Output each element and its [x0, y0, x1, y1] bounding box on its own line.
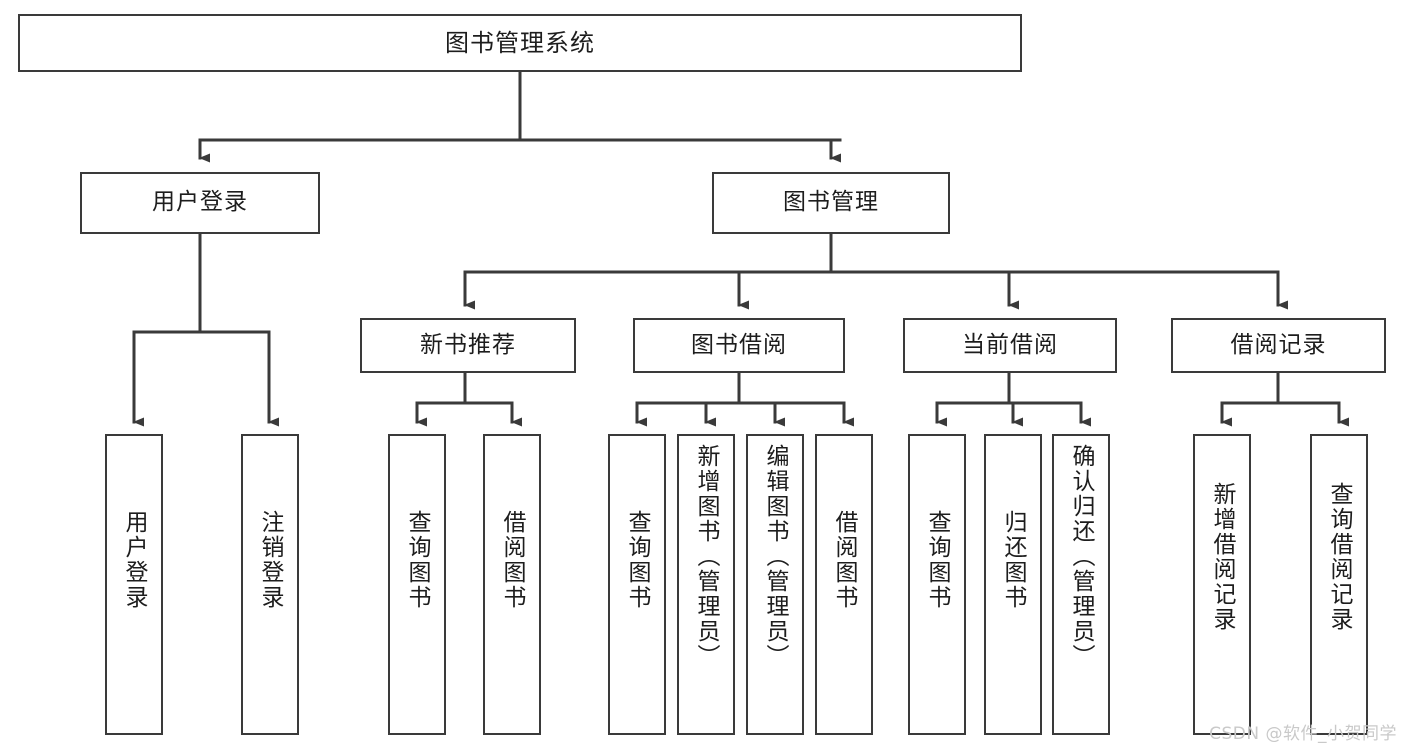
leaf-add-book-admin-label: 新增图书（管理员） — [693, 444, 720, 669]
node-current-borrow-label: 当前借阅 — [962, 331, 1058, 358]
leaf-edit-book-admin[interactable]: 编辑图书（管理员） — [746, 434, 804, 735]
leaf-query-book-borrow[interactable]: 查询图书 — [608, 434, 666, 735]
leaf-query-book-current-label: 查询图书 — [924, 510, 951, 610]
node-root-book-management-system[interactable]: 图书管理系统 — [18, 14, 1022, 72]
leaf-logout-label: 注销登录 — [257, 510, 284, 610]
node-book-management-label: 图书管理 — [783, 189, 879, 216]
leaf-add-borrow-record[interactable]: 新增借阅记录 — [1193, 434, 1251, 735]
leaf-return-book[interactable]: 归还图书 — [984, 434, 1042, 735]
node-borrow-records-label: 借阅记录 — [1230, 331, 1327, 358]
leaf-query-borrow-record[interactable]: 查询借阅记录 — [1310, 434, 1368, 735]
leaf-confirm-return-admin[interactable]: 确认归还（管理员） — [1052, 434, 1110, 735]
leaf-borrow-book-borrow-label: 借阅图书 — [831, 510, 858, 610]
leaf-query-borrow-record-label: 查询借阅记录 — [1326, 482, 1353, 632]
leaf-user-login-label: 用户登录 — [121, 510, 148, 610]
node-borrow-records[interactable]: 借阅记录 — [1171, 318, 1386, 373]
node-user-login[interactable]: 用户登录 — [80, 172, 320, 234]
csdn-watermark: CSDN @软件_小贺同学 — [1209, 724, 1397, 744]
node-root-label: 图书管理系统 — [445, 28, 595, 57]
leaf-borrow-book-newbook[interactable]: 借阅图书 — [483, 434, 541, 735]
leaf-edit-book-admin-label: 编辑图书（管理员） — [762, 444, 789, 669]
leaf-borrow-book-borrow[interactable]: 借阅图书 — [815, 434, 873, 735]
node-user-login-label: 用户登录 — [152, 189, 248, 216]
leaf-logout[interactable]: 注销登录 — [241, 434, 299, 735]
leaf-confirm-return-admin-label: 确认归还（管理员） — [1068, 444, 1095, 669]
node-current-borrow[interactable]: 当前借阅 — [903, 318, 1117, 373]
node-book-borrow[interactable]: 图书借阅 — [633, 318, 845, 373]
node-book-management[interactable]: 图书管理 — [712, 172, 950, 234]
node-new-book-recommend[interactable]: 新书推荐 — [360, 318, 576, 373]
leaf-add-book-admin[interactable]: 新增图书（管理员） — [677, 434, 735, 735]
leaf-query-book-newbook-label: 查询图书 — [404, 510, 431, 610]
leaf-query-book-current[interactable]: 查询图书 — [908, 434, 966, 735]
leaf-return-book-label: 归还图书 — [1000, 510, 1027, 610]
leaf-add-borrow-record-label: 新增借阅记录 — [1209, 482, 1236, 632]
node-book-borrow-label: 图书借阅 — [691, 331, 787, 358]
leaf-borrow-book-newbook-label: 借阅图书 — [499, 510, 526, 610]
leaf-query-book-newbook[interactable]: 查询图书 — [388, 434, 446, 735]
leaf-user-login[interactable]: 用户登录 — [105, 434, 163, 735]
node-new-book-recommend-label: 新书推荐 — [420, 331, 516, 358]
leaf-query-book-borrow-label: 查询图书 — [624, 510, 651, 610]
